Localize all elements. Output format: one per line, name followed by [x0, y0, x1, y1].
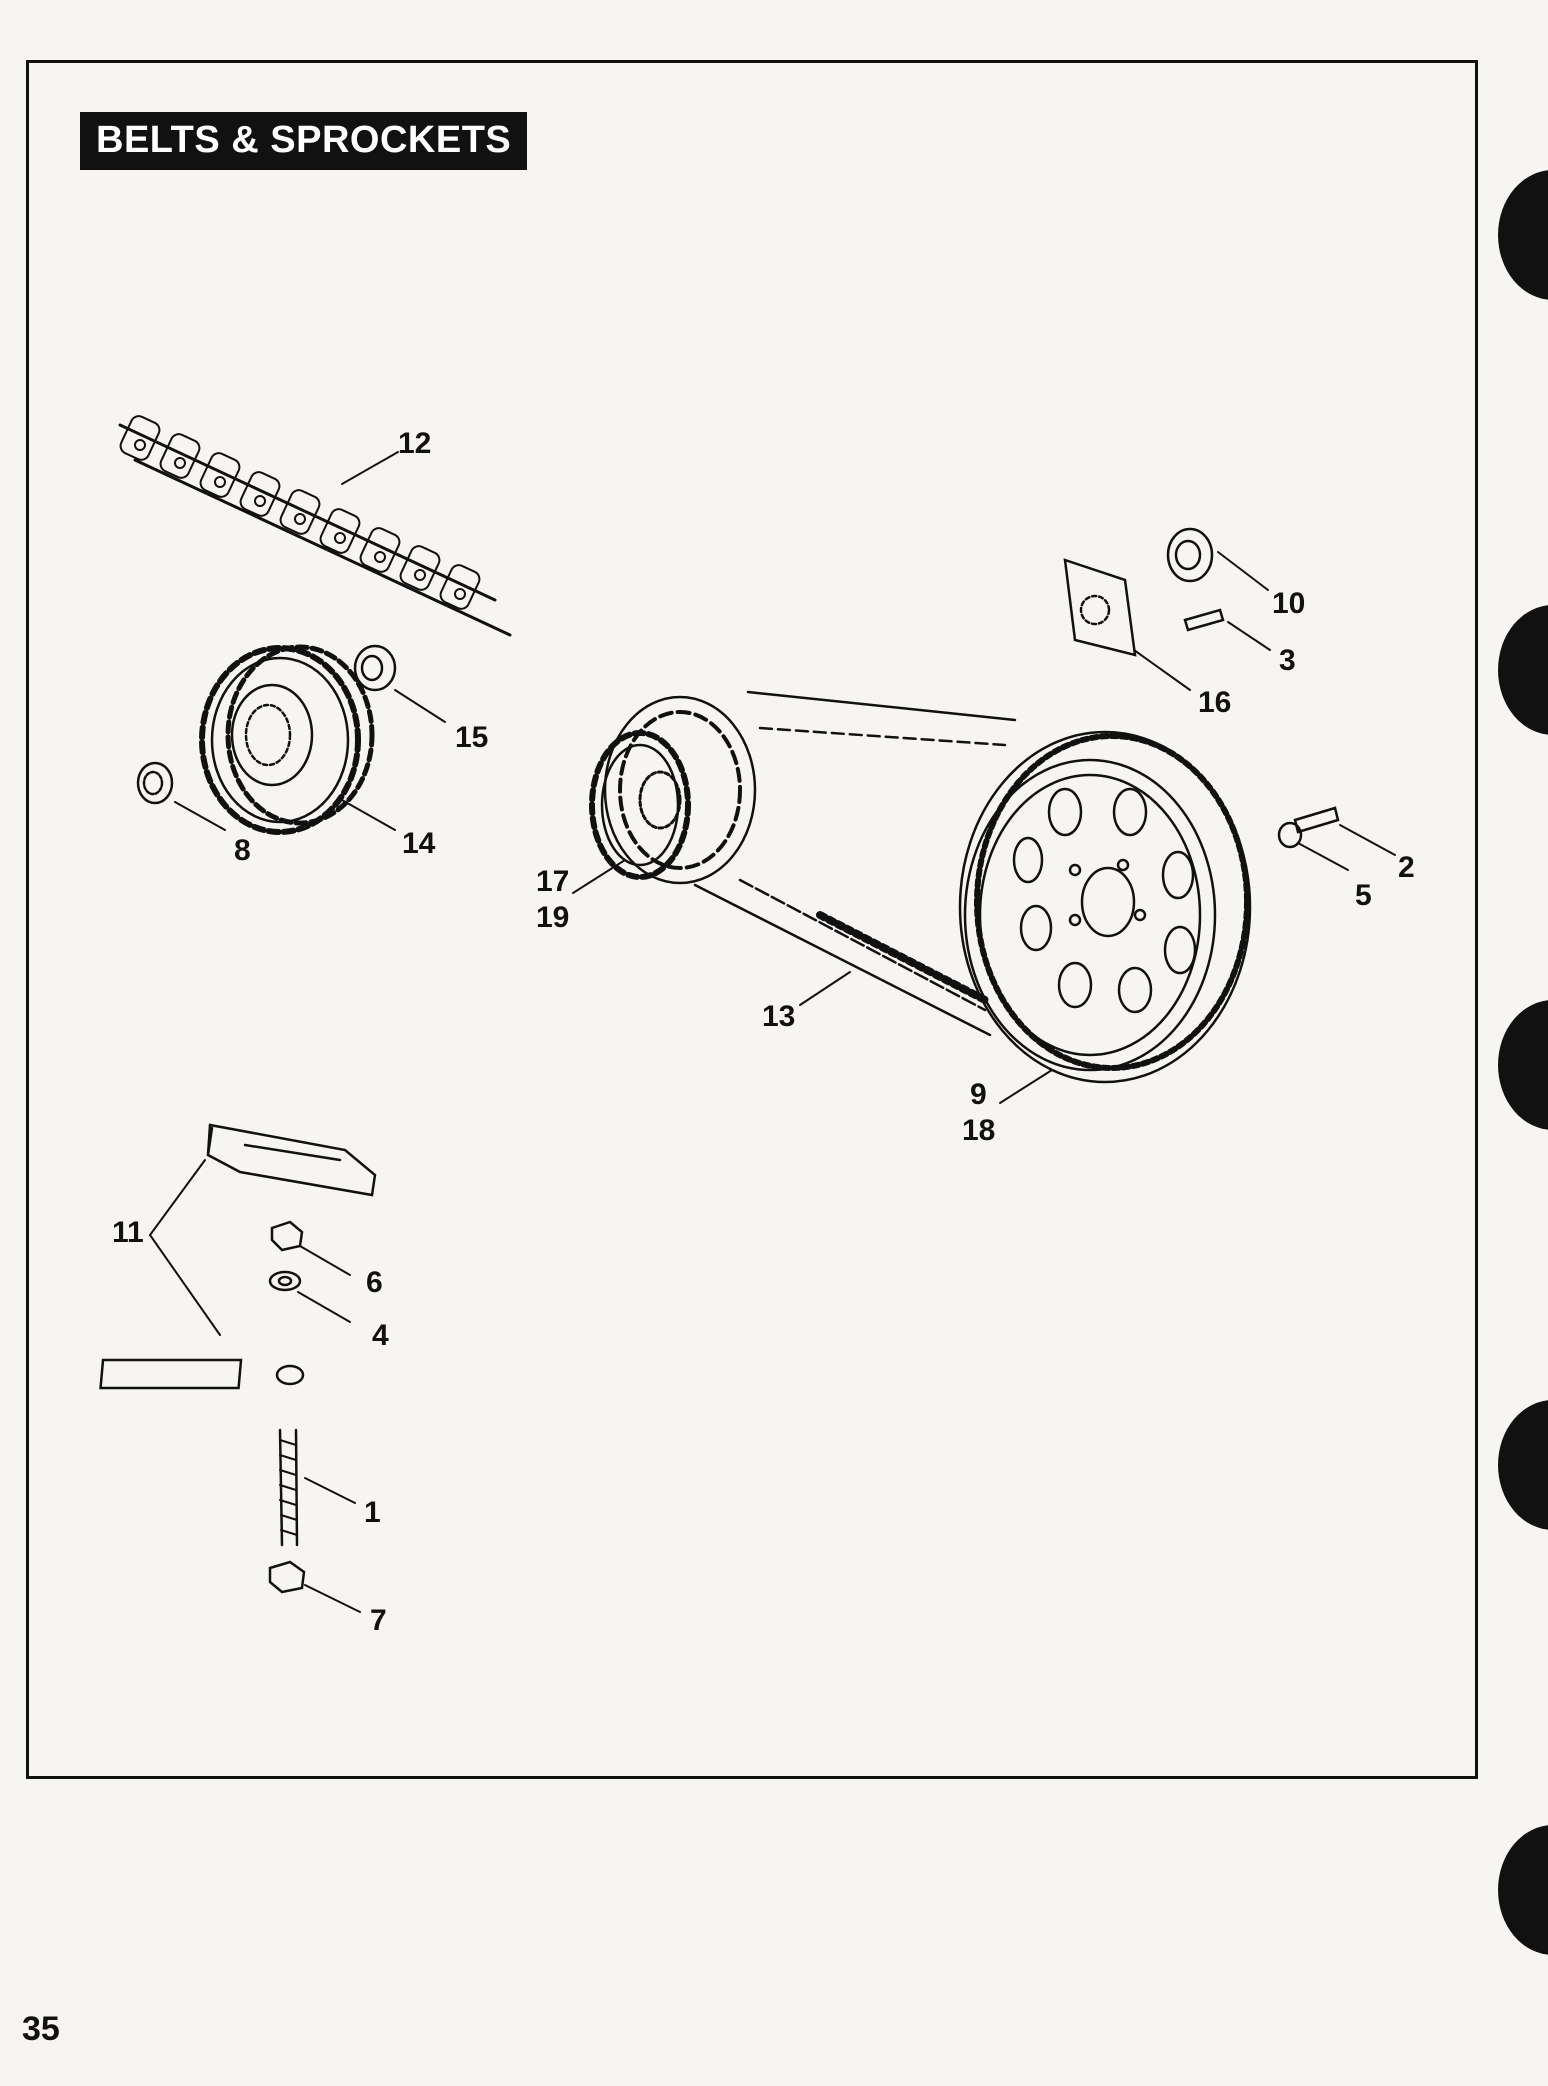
page-number: 35 [22, 2010, 60, 2048]
callout-labels: 12 10 3 16 15 14 8 2 5 17 19 13 9 18 11 … [112, 427, 1415, 1637]
callout-9: 9 [970, 1078, 987, 1111]
callout-2: 2 [1398, 851, 1415, 884]
callout-10: 10 [1272, 587, 1305, 620]
washer [1277, 821, 1303, 849]
page-title: BELTS & SPROCKETS [80, 112, 528, 170]
callout-11: 11 [112, 1216, 144, 1249]
bolt [1183, 608, 1225, 632]
adjuster-block [99, 1123, 377, 1390]
drive-belt [693, 690, 1017, 1037]
diagram-frame [26, 60, 1478, 1779]
callout-7: 7 [370, 1604, 387, 1637]
chain-sprocket [199, 644, 375, 835]
callout-4: 4 [372, 1319, 389, 1352]
roller-chain [118, 415, 512, 637]
callout-16: 16 [1198, 686, 1231, 719]
callout-1: 1 [364, 1496, 381, 1529]
rear-wheel-pulley [958, 730, 1252, 1084]
callout-8: 8 [234, 834, 251, 867]
callout-6: 6 [366, 1266, 383, 1299]
leader-lines [148, 451, 1396, 1613]
transmission-pulley [589, 695, 757, 885]
callout-3: 3 [1279, 644, 1296, 677]
stud-nut [268, 1560, 306, 1594]
callout-14: 14 [402, 827, 436, 860]
sprocket-nut [136, 761, 174, 805]
callout-17: 17 [536, 865, 569, 898]
lock-plate [1063, 558, 1137, 657]
callout-12: 12 [398, 427, 431, 460]
adjuster-washer [268, 1270, 302, 1292]
callout-15: 15 [455, 721, 488, 754]
callout-13: 13 [762, 1000, 795, 1033]
pulley-bolt [1293, 806, 1340, 834]
threaded-stud [278, 1428, 299, 1547]
callout-18: 18 [962, 1114, 995, 1147]
callout-19: 19 [536, 901, 569, 934]
adjuster-nut [270, 1220, 304, 1252]
collar [1166, 527, 1214, 583]
spacer [353, 644, 397, 692]
callout-5: 5 [1355, 879, 1372, 912]
